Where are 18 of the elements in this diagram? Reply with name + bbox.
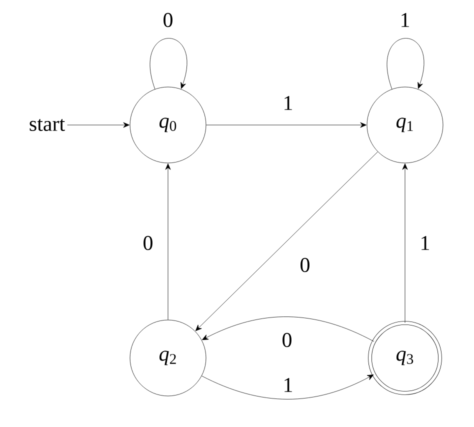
edge-label: 1 bbox=[282, 377, 294, 393]
edge-label: 0 bbox=[142, 234, 154, 252]
arrow bbox=[165, 164, 171, 320]
edge-label: 1 bbox=[418, 235, 432, 251]
arrow bbox=[195, 152, 378, 332]
arrow bbox=[402, 164, 408, 323]
arrow bbox=[206, 122, 366, 128]
arrow bbox=[386, 38, 424, 90]
edge-label: 0 bbox=[162, 12, 174, 28]
edge-label: 1 bbox=[282, 95, 294, 111]
arrow bbox=[150, 38, 188, 90]
edge-label: 0 bbox=[298, 256, 312, 274]
start-label: start bbox=[30, 118, 65, 131]
arrow bbox=[202, 316, 374, 342]
edge-label: 0 bbox=[280, 332, 294, 348]
edge-label: 1 bbox=[398, 12, 412, 28]
arrow bbox=[67, 122, 130, 128]
arrow bbox=[202, 374, 374, 400]
